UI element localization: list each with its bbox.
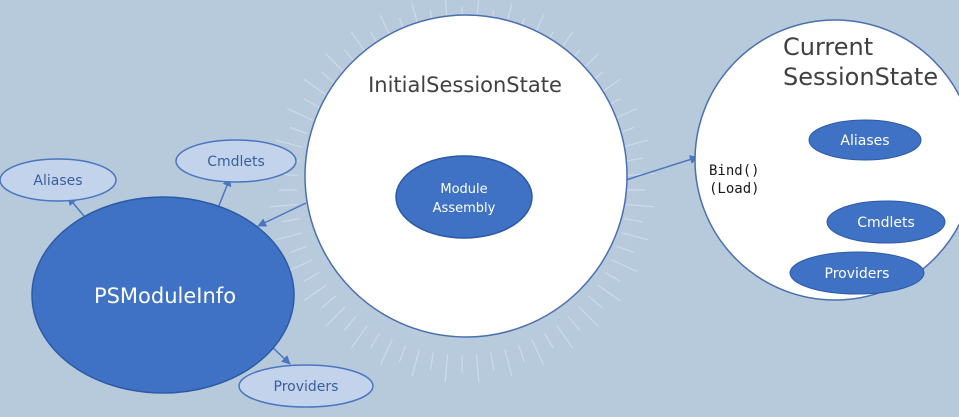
burst-ray	[626, 172, 655, 177]
current-cmdlets-node: Cmdlets	[826, 200, 946, 244]
burst-ray	[531, 339, 545, 366]
current-providers-node: Providers	[789, 251, 925, 295]
burst-ray	[596, 284, 621, 302]
burst-ray	[543, 332, 555, 349]
burst-ray	[289, 245, 308, 254]
burst-ray	[567, 316, 581, 331]
burst-ray	[325, 306, 346, 327]
burst-ray	[321, 295, 336, 309]
burst-ray	[556, 324, 574, 349]
burst-ray	[343, 316, 357, 331]
text-line: Current	[783, 33, 873, 61]
burst-ray	[321, 71, 336, 85]
psmoduleinfo-cmdlets-label: Cmdlets	[207, 154, 265, 170]
burst-ray	[286, 107, 313, 121]
psmoduleinfo-providers-node: Providers	[238, 364, 374, 408]
burst-ray	[369, 332, 381, 349]
initial-session-state-title: InitialSessionState	[368, 73, 562, 97]
current-aliases-label: Aliases	[840, 133, 889, 149]
connector-psmoduleinfo-to-cmdlets	[217, 177, 232, 209]
burst-ray	[429, 352, 434, 371]
burst-ray	[350, 324, 368, 349]
burst-ray	[325, 53, 346, 74]
text-line: Module	[440, 182, 487, 197]
psmoduleinfo-aliases-node: Aliases	[0, 158, 117, 202]
burst-ray	[616, 245, 635, 254]
bind-load-label: Bind() (Load)	[709, 163, 760, 197]
text-line: (Load)	[709, 181, 760, 197]
current-providers-label: Providers	[825, 266, 890, 282]
burst-ray	[624, 157, 643, 162]
connector-iss-to-current	[625, 155, 699, 181]
burst-ray	[303, 284, 328, 302]
psmoduleinfo-node: PSModuleInfo	[31, 196, 295, 394]
burst-ray	[517, 344, 526, 363]
burst-ray	[269, 203, 298, 208]
burst-ray	[303, 271, 320, 283]
current-cmdlets-label: Cmdlets	[857, 215, 915, 231]
burst-ray	[490, 352, 495, 371]
psmoduleinfo-cmdlets-node: Cmdlets	[175, 139, 297, 183]
burst-ray	[475, 354, 480, 383]
burst-ray	[444, 354, 449, 383]
text-line: Assembly	[433, 201, 496, 216]
text-line: SessionState	[783, 63, 938, 91]
burst-ray	[303, 97, 320, 109]
psmoduleinfo-aliases-label: Aliases	[33, 173, 82, 189]
burst-ray	[626, 203, 655, 208]
burst-ray	[621, 232, 649, 241]
burst-ray	[588, 295, 603, 309]
burst-ray	[504, 349, 513, 377]
burst-ray	[411, 349, 420, 377]
psmoduleinfo-providers-label: Providers	[274, 379, 339, 395]
burst-ray	[281, 218, 300, 223]
text-line: Bind()	[709, 163, 760, 179]
burst-ray	[398, 344, 407, 363]
burst-ray	[379, 339, 393, 366]
burst-ray	[303, 78, 328, 96]
burst-ray	[624, 218, 643, 223]
burst-ray	[611, 259, 638, 273]
burst-ray	[621, 139, 649, 148]
burst-ray	[289, 126, 308, 135]
current-aliases-node: Aliases	[808, 119, 922, 161]
burst-ray	[286, 259, 313, 273]
psmoduleinfo-title: PSModuleInfo	[94, 284, 236, 308]
burst-ray	[578, 306, 599, 327]
burst-ray	[275, 139, 303, 148]
connector-iss-to-psmoduleinfo	[257, 202, 307, 227]
burst-ray	[604, 271, 621, 283]
burst-ray	[275, 232, 303, 241]
